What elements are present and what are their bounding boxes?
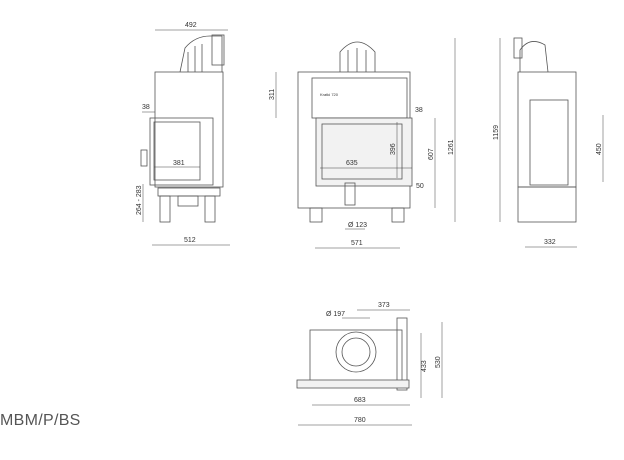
flue-outlet [339, 41, 376, 72]
dim-depth: 332 [544, 239, 556, 246]
dim-depth-inner: 433 [421, 360, 428, 372]
dim-flue-offset: 373 [378, 302, 390, 309]
door-handle [140, 149, 148, 167]
dim-top-height: 311 [269, 89, 276, 100]
dim-opening-height: 396 [390, 143, 397, 155]
dim-width-total: 780 [354, 417, 366, 424]
dim-opening-width: 635 [346, 160, 358, 167]
dim-panel-height: 450 [596, 143, 603, 155]
dim-total-height: 1261 [448, 139, 455, 155]
flue-outlet [179, 35, 223, 73]
dim-depth-total: 530 [435, 356, 442, 368]
right-side-view: 1159 450 332 [493, 37, 604, 248]
dim-total-height: 1159 [493, 125, 500, 140]
model-label: MBM/P/BS [0, 412, 81, 429]
stove-body [517, 71, 577, 188]
dim-base-width: 512 [184, 237, 196, 244]
dim-width-top: 492 [185, 22, 197, 29]
flue-outlet [519, 41, 549, 73]
dim-offset: 38 [142, 104, 150, 111]
left-side-view: 492 38 381 264 - 283 512 [136, 22, 230, 246]
dim-bottom-offset: 50 [416, 183, 424, 190]
dim-door-width: 381 [173, 160, 185, 167]
front-view: Kratki 720 311 38 396 635 607 1261 50 Ø … [269, 38, 456, 249]
dim-flue-diameter: Ø 197 [326, 311, 345, 318]
dim-leg-height: 264 - 283 [136, 185, 143, 215]
dim-door-height: 607 [428, 148, 435, 160]
dim-air-inlet: Ø 123 [348, 222, 367, 229]
dim-offset: 38 [415, 107, 423, 114]
door [149, 117, 214, 186]
dim-base-width: 571 [351, 240, 363, 247]
stove-body [154, 71, 224, 188]
door-glass [315, 117, 413, 187]
dim-width-inner: 683 [354, 397, 366, 404]
brand-label: Kratki 720 [320, 92, 339, 97]
flue-circle [335, 331, 377, 373]
top-view: 373 Ø 197 433 530 683 780 [296, 302, 443, 426]
